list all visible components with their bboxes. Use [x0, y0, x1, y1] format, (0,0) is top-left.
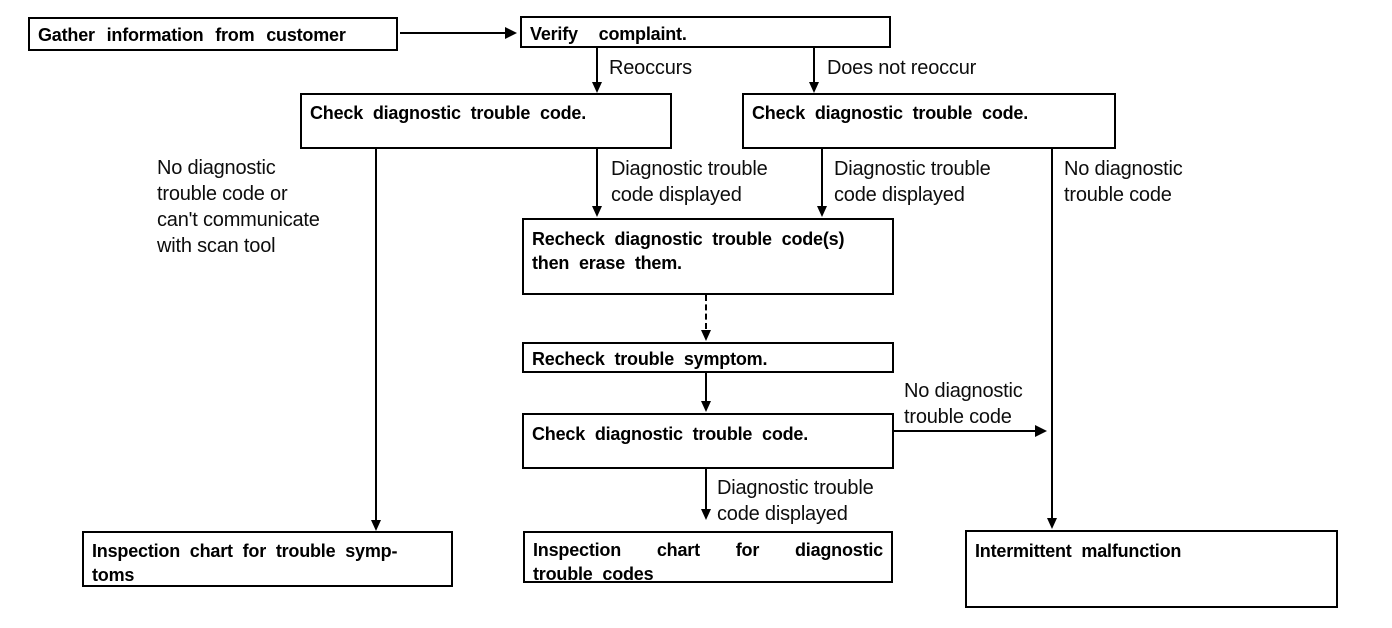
label-dtc-displayed-left: Diagnostic trouble code displayed: [611, 158, 768, 206]
label-dtc-displayed-bottom: Diagnostic trouble code displayed: [717, 477, 874, 525]
edge-checkright-to-intermittent-arrowhead: [1047, 518, 1057, 529]
edge-checkright-to-recheck-arrowhead: [817, 206, 827, 217]
node-check-dtc-center: Check diagnostic trouble code.: [522, 413, 894, 469]
edge-checkcenter-to-inspectiondtc-arrowhead: [701, 509, 711, 520]
node-label-line: then erase them.: [532, 253, 682, 273]
node-label-line: toms: [92, 565, 135, 585]
node-recheck-dtc-erase: Recheck diagnostic trouble code(s) then …: [522, 218, 894, 295]
edge-recheck-to-symptom-line: [705, 295, 707, 329]
edge-checkcenter-to-rightline-line: [894, 430, 1036, 432]
edge-checkright-to-recheck-line: [821, 149, 823, 206]
node-verify-complaint: Verify complaint.: [520, 16, 891, 48]
label-no-dtc-right: No diagnostic trouble code: [1064, 158, 1183, 206]
node-recheck-trouble-symptom: Recheck trouble symptom.: [522, 342, 894, 373]
node-label-line: trouble codes: [533, 564, 654, 584]
edge-checkright-to-intermittent-line: [1051, 149, 1053, 518]
node-gather-information: Gather information from customer: [28, 17, 398, 51]
edge-verify-to-checkright-arrowhead: [809, 82, 819, 93]
edge-checkleft-to-recheck-line: [596, 149, 598, 206]
edge-checkleft-to-symptoms-arrowhead: [371, 520, 381, 531]
edge-checkcenter-to-inspectiondtc-line: [705, 469, 707, 510]
node-label: Check diagnostic trouble code.: [532, 424, 809, 444]
node-inspection-chart-dtc: Inspection chart for diagnostic trouble …: [523, 531, 893, 584]
edge-symptom-to-checkcenter-line: [705, 373, 707, 402]
node-label: Recheck trouble symptom.: [532, 349, 768, 369]
edge-gather-to-verify-arrowhead: [505, 27, 517, 39]
edge-verify-to-checkleft-arrowhead: [592, 82, 602, 93]
edge-checkcenter-to-rightline-arrowhead: [1035, 425, 1047, 437]
label-does-not-reoccur: Does not reoccur: [827, 57, 977, 79]
label-no-dtc-cant-communicate: No diagnostic trouble code or can't comm…: [157, 157, 320, 257]
node-label: Verify complaint.: [530, 24, 687, 44]
node-label: Check diagnostic trouble code.: [310, 103, 587, 123]
node-check-dtc-left: Check diagnostic trouble code.: [300, 93, 672, 149]
edge-verify-to-checkleft-line: [596, 48, 598, 83]
edge-checkleft-to-symptoms-line: [375, 149, 377, 520]
node-label-line: Recheck diagnostic trouble code(s): [532, 229, 845, 249]
node-inspection-chart-trouble-symptoms: Inspection chart for trouble symp- toms: [82, 531, 453, 587]
node-label: Intermittent malfunction: [975, 541, 1182, 561]
edge-recheck-to-symptom-arrowhead: [701, 330, 711, 341]
edge-checkleft-to-recheck-arrowhead: [592, 206, 602, 217]
node-label-line: Inspection chart for trouble symp-: [92, 541, 398, 561]
edge-verify-to-checkright-line: [813, 48, 815, 83]
edge-gather-to-verify-line: [400, 32, 506, 34]
label-dtc-displayed-right: Diagnostic trouble code displayed: [834, 158, 991, 206]
node-label-line: Inspection chart for diagnostic: [533, 540, 883, 560]
node-label: Gather information from customer: [38, 25, 346, 45]
node-check-dtc-right: Check diagnostic trouble code.: [742, 93, 1116, 149]
node-label: Check diagnostic trouble code.: [752, 103, 1029, 123]
label-no-dtc-center: No diagnostic trouble code: [904, 380, 1023, 428]
node-intermittent-malfunction: Intermittent malfunction: [965, 530, 1338, 608]
edge-symptom-to-checkcenter-arrowhead: [701, 401, 711, 412]
label-reoccurs: Reoccurs: [609, 57, 692, 79]
